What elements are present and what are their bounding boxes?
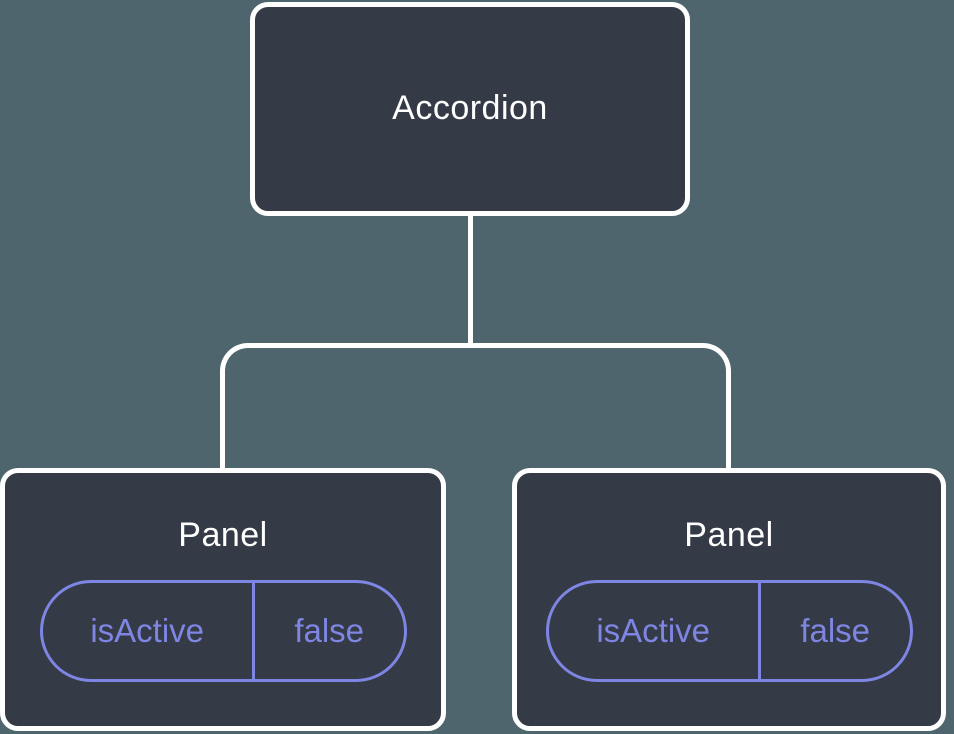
state-value: false — [800, 612, 871, 650]
panel-body: Panel isActive false — [545, 515, 913, 683]
state-value: false — [294, 612, 365, 650]
state-pill: isActive false — [39, 580, 407, 683]
component-label: Panel — [178, 515, 268, 554]
panel-body: Panel isActive false — [39, 515, 407, 683]
tree-connector-stem — [468, 214, 473, 346]
state-key: isActive — [43, 583, 255, 680]
component-node-panel-left: Panel isActive false — [0, 468, 446, 731]
component-node-accordion: Accordion — [250, 2, 690, 216]
state-pill: isActive false — [545, 580, 913, 683]
component-label: Panel — [684, 515, 774, 554]
tree-connector-branch — [220, 343, 731, 471]
state-key: isActive — [549, 583, 761, 680]
component-label: Accordion — [392, 89, 548, 128]
component-node-panel-right: Panel isActive false — [512, 468, 946, 731]
